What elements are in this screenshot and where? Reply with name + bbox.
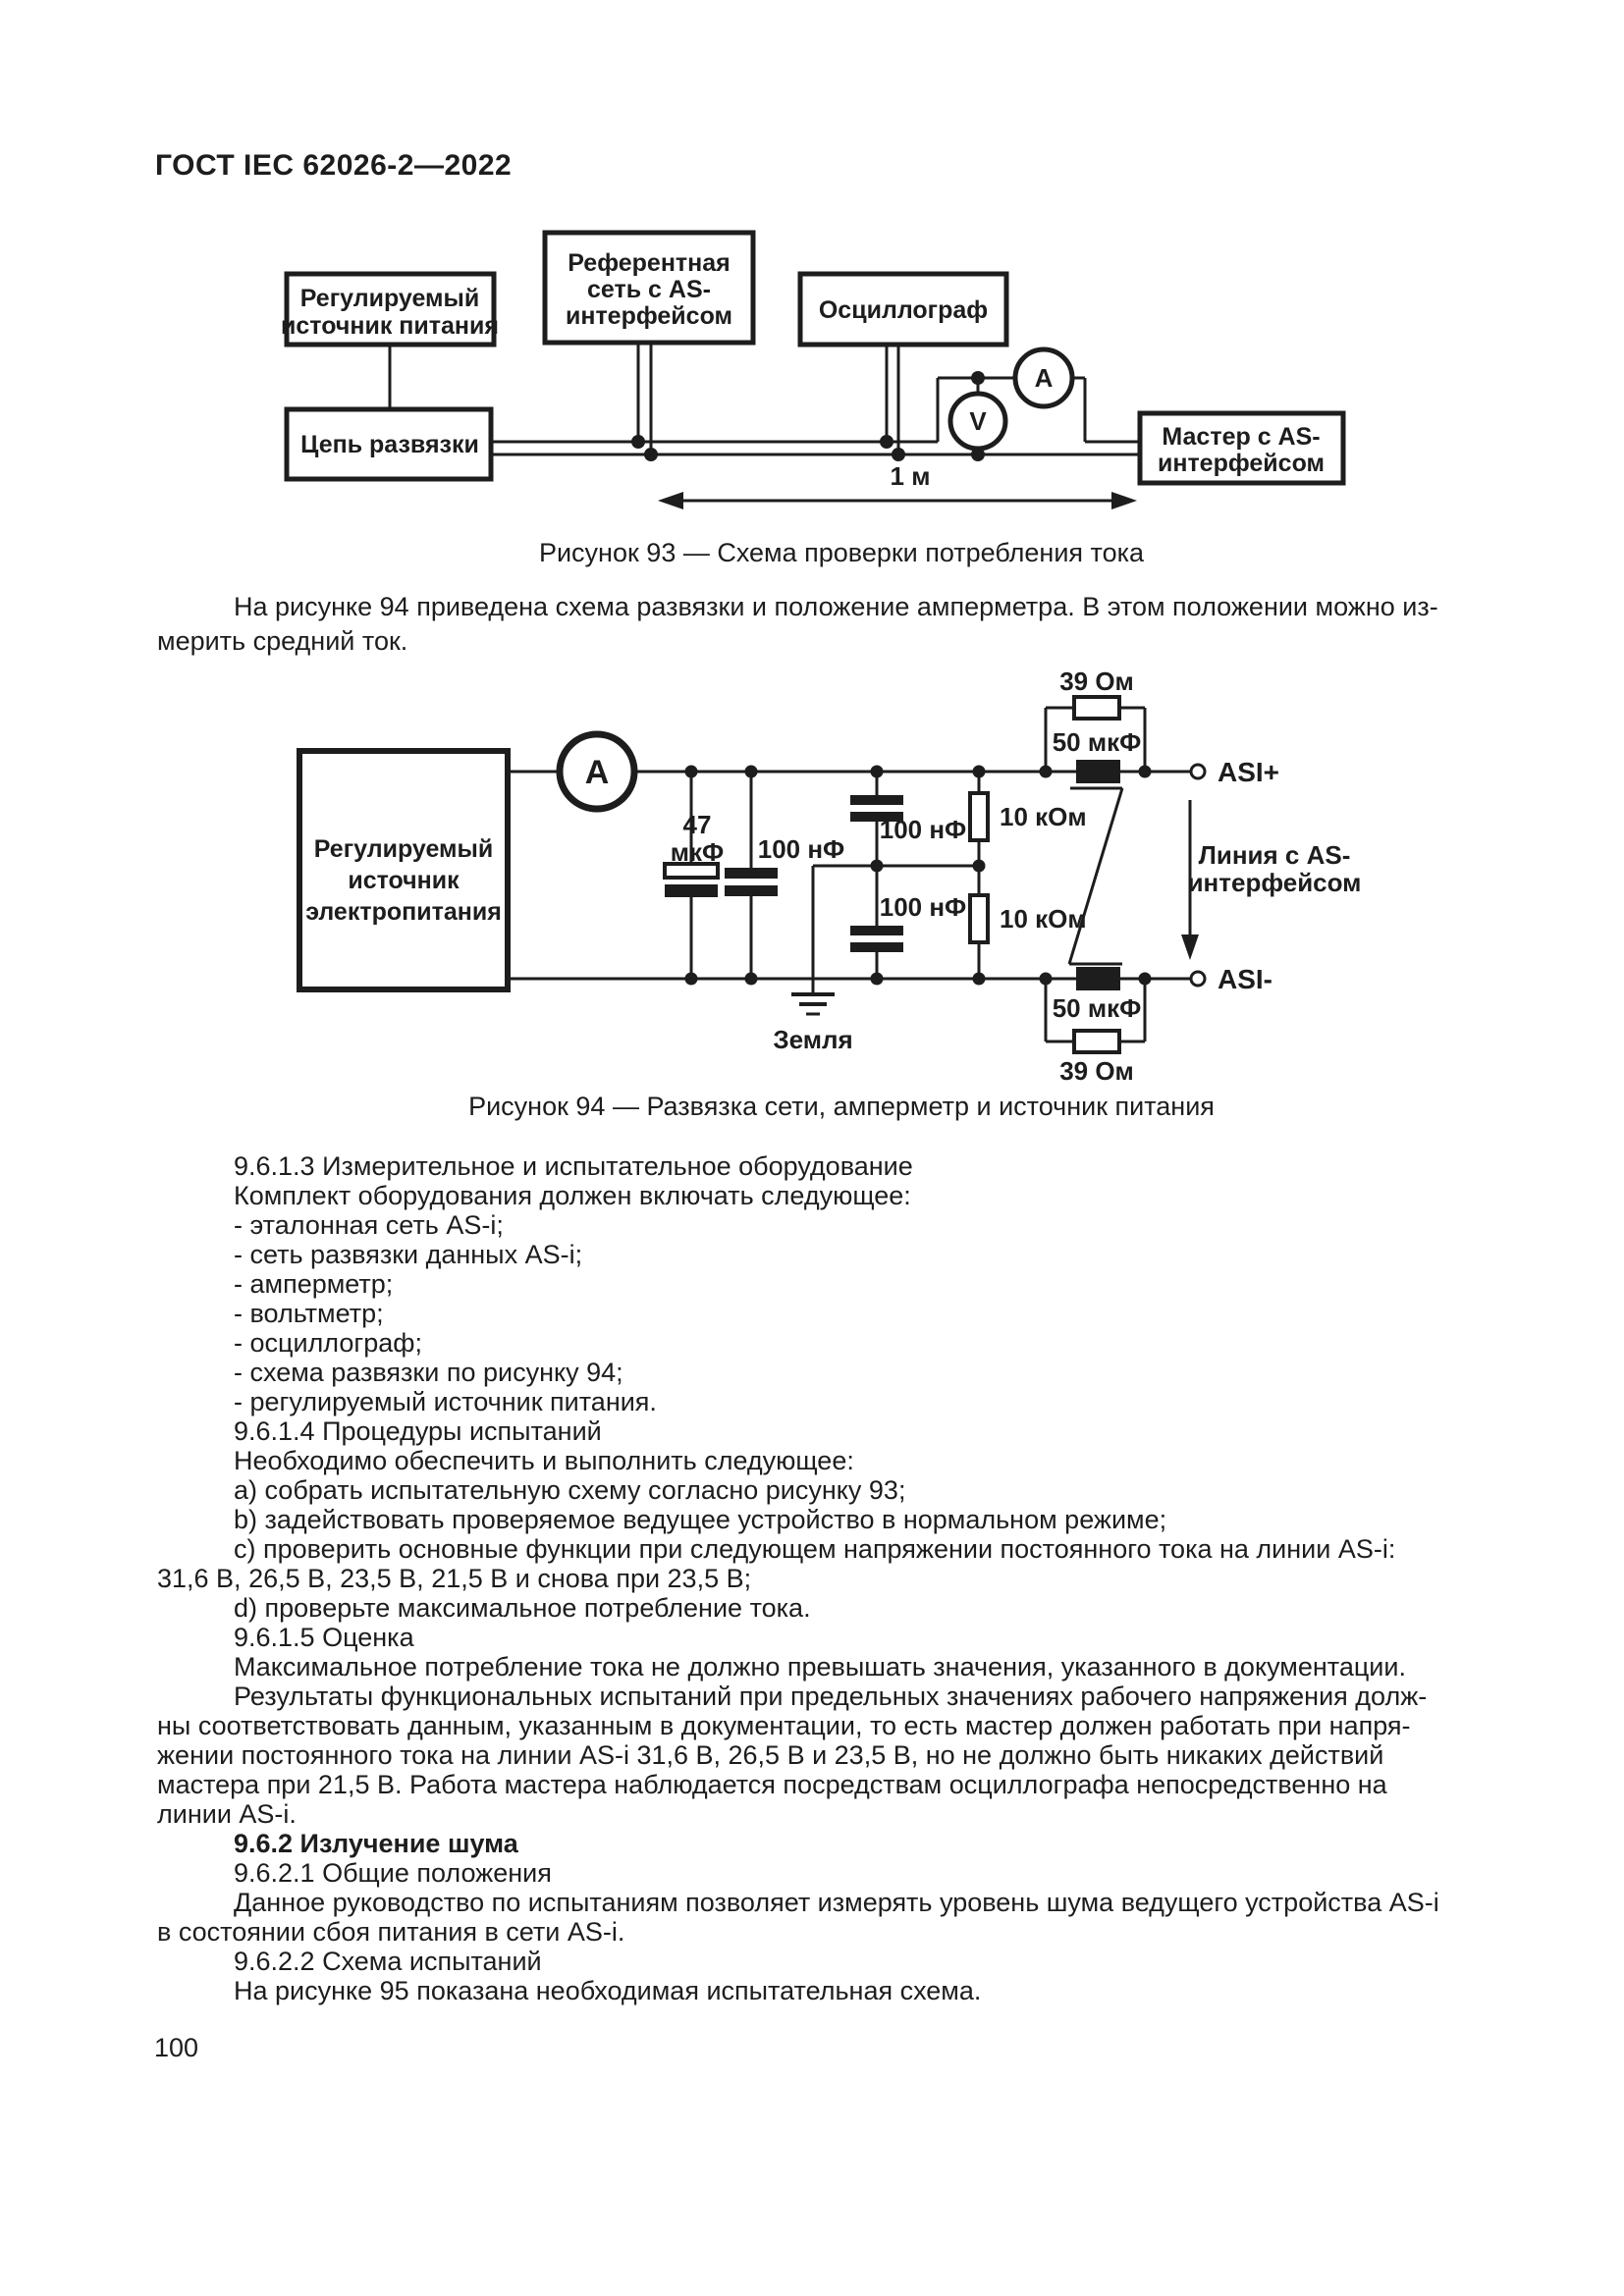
asi-line-arrow: Линия с AS- интерфейсом — [1181, 800, 1361, 960]
capacitor-47uf-value: 47 — [683, 810, 712, 839]
body-line: - осциллограф; — [234, 1328, 422, 1358]
box-as-master — [1137, 410, 1346, 486]
resistor-39ohm-bottom: 39 Ом — [1059, 1029, 1134, 1086]
resistor-39ohm-top-label: 39 Ом — [1059, 667, 1134, 696]
resistor-39ohm-top: 39 Ом — [1059, 667, 1134, 721]
ammeter-symbol-fig94 — [556, 730, 638, 813]
body-line: Необходимо обеспечить и выполнить следую… — [234, 1446, 854, 1475]
capacitor-50uf-top: 50 мкФ — [1053, 727, 1142, 783]
figure-94-junction-dots — [684, 765, 1152, 986]
page-header: ГОСТ IEC 62026-2—2022 — [155, 149, 513, 182]
capacitor-50uf-bottom: 50 мкФ — [1053, 967, 1142, 1023]
body-line: 9.6.2.1 Общие положения — [234, 1858, 552, 1888]
body-line: 31,6 В, 26,5 В, 23,5 В, 21,5 В и снова п… — [157, 1564, 752, 1593]
terminal-asi-minus — [1189, 970, 1207, 988]
body-line: - эталонная сеть AS-i; — [234, 1210, 504, 1240]
body-line: 9.6.1.3 Измерительное и испытательное об… — [234, 1151, 913, 1181]
box-decoupling-circuit-label: Цепь развязки — [300, 431, 479, 458]
intro-line-2: мерить средний ток. — [157, 626, 408, 656]
body-line: линии AS-i. — [157, 1799, 297, 1829]
capacitor-100nf-upper: 100 нФ — [850, 795, 966, 844]
body-line: d) проверьте максимальное потребление то… — [234, 1593, 811, 1623]
terminal-asi-plus — [1189, 763, 1207, 780]
capacitor-47uf-unit: мкФ — [671, 837, 724, 867]
body-line: - регулируемый источник питания. — [234, 1387, 657, 1416]
body-line: Данное руководство по испытаниям позволя… — [234, 1888, 1439, 1917]
dimension-arrow-1m: 1 м — [658, 461, 1137, 509]
body-line: - схема развязки по рисунку 94; — [234, 1358, 623, 1387]
capacitor-50uf-bottom-label: 50 мкФ — [1053, 993, 1142, 1023]
resistor-10kohm-lower: 10 кОм — [968, 893, 1087, 944]
box-as-master-label-1: Мастер с AS- — [1162, 423, 1320, 451]
dimension-1m-label: 1 м — [891, 461, 931, 491]
box-regulated-power-source-label-3: электропитания — [305, 898, 502, 926]
box-oscilloscope — [797, 271, 1009, 347]
figures-canvas: Регулируемый источник питания Референтна… — [281, 230, 1361, 1086]
body-line: - сеть развязки данных AS-i; — [234, 1240, 583, 1269]
box-regulated-power-source — [297, 748, 511, 992]
body-heading-9-6-2: 9.6.2 Излучение шума — [234, 1829, 518, 1858]
box-reference-network — [542, 230, 756, 346]
ammeter-letter-fig93: A — [1035, 363, 1054, 393]
resistor-39ohm-bottom-label: 39 Ом — [1059, 1056, 1134, 1086]
box-reference-network-label-3: интерфейсом — [566, 302, 732, 330]
body-line: 9.6.2.2 Схема испытаний — [234, 1947, 542, 1976]
capacitor-100nf-upper-label: 100 нФ — [880, 815, 967, 844]
page-number: 100 — [154, 2033, 199, 2062]
body-line: c) проверить основные функции при следую… — [234, 1534, 1396, 1564]
terminal-asi-plus-label: ASI+ — [1218, 757, 1279, 787]
body-line: На рисунке 95 показана необходимая испыт… — [234, 1976, 982, 2005]
body-line: Комплект оборудования должен включать сл… — [234, 1181, 911, 1210]
ground-label: Земля — [773, 1025, 852, 1054]
body-line: мастера при 21,5 В. Работа мастера наблю… — [157, 1770, 1387, 1799]
box-regulated-supply — [284, 271, 497, 347]
box-as-master-label-2: интерфейсом — [1158, 450, 1325, 477]
capacitor-100nf-lower: 100 нФ — [850, 892, 966, 952]
intro-line-1: На рисунке 94 приведена схема развязки и… — [234, 592, 1438, 621]
box-decoupling-circuit — [284, 406, 494, 482]
body-line: 9.6.1.4 Процедуры испытаний — [234, 1416, 602, 1446]
body-line: - вольтметр; — [234, 1299, 384, 1328]
ammeter-letter-fig94: A — [585, 754, 610, 791]
body-line: 9.6.1.5 Оценка — [234, 1623, 414, 1652]
box-regulated-supply-label-1: Регулируемый — [300, 285, 480, 312]
body-line: - амперметр; — [234, 1269, 394, 1299]
asi-line-label-1: Линия с AS- — [1199, 840, 1351, 870]
body-line: Максимальное потребление тока не должно … — [234, 1652, 1406, 1682]
body-line: жении постоянного тока на линии AS-i 31,… — [157, 1740, 1384, 1770]
figure-93-junction-dots — [631, 371, 985, 461]
resistor-10kohm-upper: 10 кОм — [968, 791, 1087, 842]
capacitor-100nf-lower-label: 100 нФ — [880, 892, 967, 922]
capacitor-100nf-left: 100 нФ — [725, 834, 844, 896]
box-regulated-power-source-label-2: источник — [348, 867, 460, 894]
capacitor-47uf: 47 мкФ — [663, 810, 724, 897]
ground-symbol: Земля — [773, 992, 853, 1054]
figure-93-schematic: Регулируемый источник питания Референтна… — [281, 230, 1346, 509]
box-oscilloscope-label: Осциллограф — [819, 296, 988, 324]
box-reference-network-label-2: сеть с AS- — [587, 276, 711, 303]
figure-93-caption: Рисунок 93 — Схема проверки потребления … — [538, 538, 1145, 567]
resistor-10kohm-lower-label: 10 кОм — [1000, 904, 1087, 934]
voltmeter-letter: V — [969, 406, 987, 436]
terminal-asi-minus-label: ASI- — [1218, 964, 1272, 994]
body-line: a) собрать испытательную схему согласно … — [234, 1475, 906, 1505]
figure-94-schematic: Регулируемый источник электропитания A 4… — [297, 667, 1361, 1086]
figure-94-caption: Рисунок 94 — Развязка сети, амперметр и … — [468, 1092, 1215, 1121]
ammeter-symbol-fig93 — [1012, 347, 1075, 409]
body-line: Результаты функциональных испытаний при … — [234, 1682, 1428, 1711]
body-text: 9.6.1.3 Измерительное и испытательное об… — [157, 1151, 1532, 2005]
resistor-10kohm-upper-label: 10 кОм — [1000, 802, 1087, 831]
asi-line-label-2: интерфейсом — [1188, 868, 1362, 897]
body-line: в состоянии сбоя питания в сети AS-i. — [157, 1917, 625, 1947]
capacitor-100nf-left-label: 100 нФ — [758, 834, 845, 864]
box-regulated-supply-label-2: источник питания — [281, 312, 499, 340]
capacitor-50uf-top-label: 50 мкФ — [1053, 727, 1142, 757]
body-line: ны соответствовать данным, указанным в д… — [157, 1711, 1411, 1740]
body-line: b) задействовать проверяемое ведущее уст… — [234, 1505, 1167, 1534]
box-reference-network-label-1: Референтная — [568, 249, 731, 277]
box-regulated-power-source-label-1: Регулируемый — [314, 835, 494, 863]
